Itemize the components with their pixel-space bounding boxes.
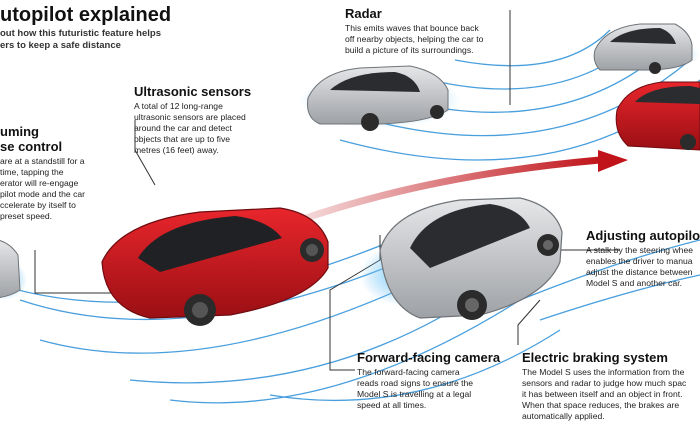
body-line: The Model S uses the information from th… xyxy=(522,367,685,377)
callout-ultrasonic-sensors: Ultrasonic sensors A total of 12 long-ra… xyxy=(134,84,284,156)
body-line: A total of 12 long-range xyxy=(134,101,223,111)
callout-body: The Model S uses the information from th… xyxy=(522,367,700,422)
body-line: objects that are up to five xyxy=(134,134,231,144)
body-line: automatically applied. xyxy=(522,411,605,421)
callout-heading: uming se control xyxy=(0,124,120,154)
body-line: ccelerate by itself to xyxy=(0,200,76,210)
body-line: A stalk by the steering whee xyxy=(586,245,694,255)
callout-heading: Adjusting autopilot xyxy=(586,228,700,243)
body-line: it has between itself and an object in f… xyxy=(522,389,683,399)
callout-heading: Radar xyxy=(345,6,382,21)
body-line: are at a standstill for a xyxy=(0,156,85,166)
silver-tesla-car-top xyxy=(300,65,460,131)
body-line: The forward-facing camera xyxy=(357,367,460,377)
red-tesla-car-main xyxy=(101,207,329,326)
callout-resuming-cruise-control: uming se control are at a standstill for… xyxy=(0,124,120,222)
callout-electric-braking-system: Electric braking system The Model S uses… xyxy=(522,350,700,422)
body-line: time, tapping the xyxy=(0,167,64,177)
body-line: around the car and detect xyxy=(134,123,232,133)
callout-heading: Ultrasonic sensors xyxy=(134,84,252,99)
callout-body: A total of 12 long-range ultrasonic sens… xyxy=(134,101,284,156)
body-line: reads road signs to ensure the xyxy=(357,378,474,388)
body-line: metres (16 feet) away. xyxy=(134,145,219,155)
callout-forward-facing-camera: Forward-facing camera The forward-facing… xyxy=(357,350,517,411)
callout-body: are at a standstill for a time, tapping … xyxy=(0,156,120,222)
page-subtitle: out how this futuristic feature helps er… xyxy=(0,28,205,51)
body-line: Model S and another car. xyxy=(586,278,683,288)
silver-tesla-car-left xyxy=(0,240,27,300)
subtitle-line: out how this futuristic feature helps xyxy=(0,28,161,39)
body-line: This emits waves that bounce back xyxy=(345,23,479,33)
body-line: preset speed. xyxy=(0,211,53,221)
body-line: pilot mode and the car xyxy=(0,189,86,199)
silver-tesla-car-far xyxy=(590,23,700,74)
body-line: speed at all times. xyxy=(357,400,427,410)
body-line: ultrasonic sensors are placed xyxy=(134,112,246,122)
body-line: build a picture of its surroundings. xyxy=(345,45,474,55)
body-line: Model S is travelling at a legal xyxy=(357,389,472,399)
red-tesla-car-right xyxy=(615,81,700,151)
callout-body: This emits waves that bounce back off ne… xyxy=(345,23,515,56)
callout-adjusting-autopilot: Adjusting autopilot A stalk by the steer… xyxy=(586,228,700,289)
callout-body: A stalk by the steering whee enables the… xyxy=(586,245,700,289)
body-line: off nearby objects, helping the car to xyxy=(345,34,484,44)
silver-tesla-car-main xyxy=(360,197,563,320)
callout-body: The forward-facing camera reads road sig… xyxy=(357,367,517,411)
heading-line: se control xyxy=(0,139,63,154)
body-line: adjust the distance between xyxy=(586,267,693,277)
body-line: When that space reduces, the brakes are xyxy=(522,400,680,410)
callout-heading: Forward-facing camera xyxy=(357,350,501,365)
callout-radar: Radar This emits waves that bounce back … xyxy=(345,6,515,56)
body-line: erator will re-engage xyxy=(0,178,79,188)
body-line: sensors and radar to judge how much spac xyxy=(522,378,687,388)
callout-heading: Electric braking system xyxy=(522,350,668,365)
heading-line: uming xyxy=(0,124,39,139)
body-line: enables the driver to manua xyxy=(586,256,693,266)
subtitle-line: ers to keep a safe distance xyxy=(0,39,121,51)
page-title: utopilot explained xyxy=(0,4,172,26)
path-arrow xyxy=(298,150,628,224)
